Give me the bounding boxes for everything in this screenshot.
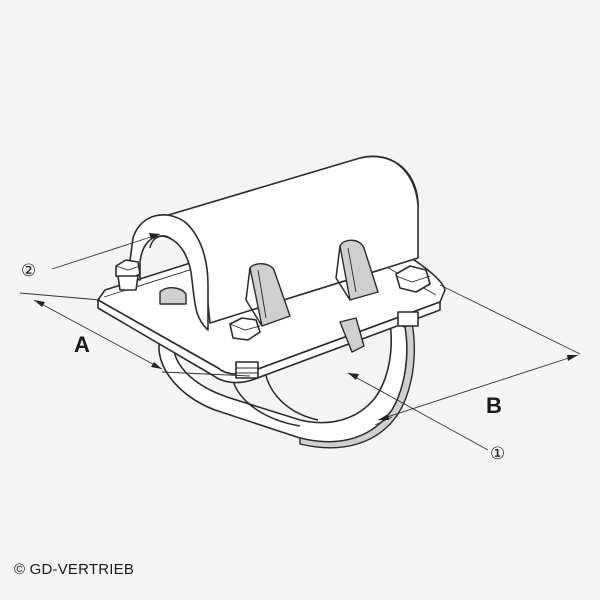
callout-one <box>347 372 489 451</box>
dimension-a <box>19 292 251 377</box>
arrowhead-callout-one <box>348 373 359 380</box>
rib-back <box>335 239 379 301</box>
arrowhead-b-right <box>567 355 578 361</box>
upper-shell <box>127 155 419 331</box>
rib-lower <box>339 317 365 353</box>
callout-two <box>51 233 161 270</box>
dimension-b-label: B <box>486 393 502 418</box>
bolt-back-left <box>115 259 141 291</box>
bolt-back-right <box>395 265 431 293</box>
callout-one-label: ① <box>490 444 505 464</box>
arrowhead-a-left <box>34 300 45 307</box>
arrowhead-a-right <box>151 362 162 369</box>
dimension-a-label: A <box>74 332 90 357</box>
bolt-front-left <box>229 317 261 379</box>
arrowhead-b-left <box>378 414 389 420</box>
dimension-b <box>374 284 581 426</box>
bolt-right-lower <box>397 311 419 327</box>
arrowhead-callout-two <box>149 233 160 239</box>
rib-front <box>245 263 291 327</box>
copyright-notice: © GD-VERTRIEB <box>14 561 135 578</box>
callout-two-label: ② <box>21 261 36 281</box>
bolt-left-nut <box>159 287 187 305</box>
